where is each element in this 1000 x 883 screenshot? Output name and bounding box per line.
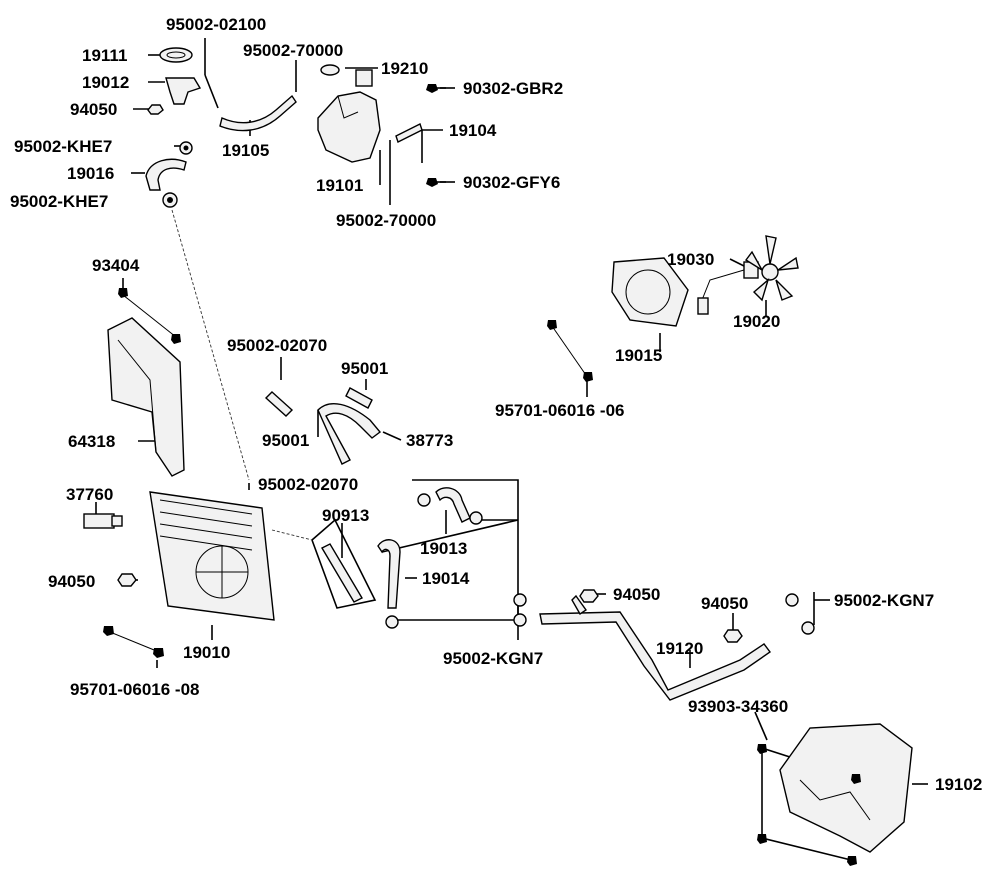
part-64318-cover	[107, 317, 185, 477]
label-93404: 93404	[92, 256, 140, 275]
part-94050-nut-left	[117, 573, 137, 587]
part-19104-hose	[395, 123, 423, 143]
part-19101-reservoir-tank	[317, 69, 381, 163]
label-19010: 19010	[183, 643, 230, 662]
part-94050-nuts-right	[579, 589, 743, 643]
label-19012: 19012	[82, 73, 129, 92]
label-95002-70000: 95002-70000	[336, 211, 436, 230]
part-19015-shroud	[611, 257, 689, 327]
part-38773-hose	[317, 402, 382, 465]
label-90302-GFY6: 90302-GFY6	[463, 173, 560, 192]
part-94050-nut	[147, 104, 164, 115]
label-19111: 19111	[82, 46, 127, 65]
label-95002-02100: 95002-02100	[166, 15, 266, 34]
label-94050: 94050	[613, 585, 660, 604]
label-38773: 38773	[406, 431, 453, 450]
label-95701-06016-06: 95701-06016 -06	[495, 401, 625, 420]
label-95001: 95001	[262, 431, 309, 450]
label-94050: 94050	[48, 572, 95, 591]
part-93404-bolts	[118, 288, 181, 344]
part-95701-06016-06-bolts	[547, 320, 593, 382]
label-95002-KGN7: 95002-KGN7	[834, 591, 934, 610]
part-19030-motor	[697, 261, 759, 315]
part-19020-fan	[744, 235, 799, 302]
label-95002-02070: 95002-02070	[258, 475, 358, 494]
part-19013-hose	[435, 487, 471, 523]
part-90302-GFY6-bolt	[426, 178, 446, 187]
part-37760-sensor	[83, 513, 123, 529]
part-19010-radiator	[149, 491, 275, 621]
label-19014: 19014	[422, 569, 470, 588]
part-19016-hose	[145, 158, 187, 191]
part-90913-hose	[321, 543, 363, 603]
label-90302-GBR2: 90302-GBR2	[463, 79, 563, 98]
label-19016: 19016	[67, 164, 114, 183]
part-19102-cover	[779, 723, 913, 853]
label-95002-KHE7: 95002-KHE7	[14, 137, 112, 156]
label-95002-70000: 95002-70000	[243, 41, 343, 60]
label-90913: 90913	[322, 506, 369, 525]
part-95002-KHE7-clamp-upper	[179, 141, 193, 155]
label-19101: 19101	[316, 176, 363, 195]
label-19210: 19210	[381, 59, 428, 78]
part-19014-hose	[377, 539, 401, 609]
part-95002-KHE7-clamp-lower	[162, 192, 178, 208]
part-19210-cap	[320, 64, 340, 76]
label-95001: 95001	[341, 359, 388, 378]
part-19111-cap	[159, 47, 193, 63]
label-19120: 19120	[656, 639, 703, 658]
part-93903-34360-screws	[757, 744, 861, 866]
label-19104: 19104	[449, 121, 497, 140]
part-19120-pipe	[539, 594, 771, 701]
part-95001-hoses	[264, 387, 373, 417]
part-90302-GBR2-bolt	[426, 84, 446, 93]
part-95002-KGN7-clamps-box	[385, 493, 527, 629]
label-19030: 19030	[667, 250, 714, 269]
label-19013: 19013	[420, 539, 467, 558]
label-93903-34360: 93903-34360	[688, 697, 788, 716]
part-19105-hose	[219, 94, 297, 132]
label-19102: 19102	[935, 775, 982, 794]
part-19012-filler-neck	[165, 77, 202, 105]
label-19105: 19105	[222, 141, 269, 160]
label-94050: 94050	[701, 594, 748, 613]
label-64318: 64318	[68, 432, 115, 451]
part-95002-KGN7-clamps-right	[785, 593, 815, 635]
label-95701-06016-08: 95701-06016 -08	[70, 680, 200, 699]
label-94050: 94050	[70, 100, 117, 119]
part-labels: 95002-02100 19111 95002-70000 19210 1901…	[10, 15, 982, 794]
label-19020: 19020	[733, 312, 780, 331]
label-95002-KHE7: 95002-KHE7	[10, 192, 108, 211]
label-95002-02070: 95002-02070	[227, 336, 327, 355]
label-95002-KGN7: 95002-KGN7	[443, 649, 543, 668]
label-37760: 37760	[66, 485, 113, 504]
label-19015: 19015	[615, 346, 662, 365]
part-95701-06016-08-bolts	[103, 626, 164, 658]
